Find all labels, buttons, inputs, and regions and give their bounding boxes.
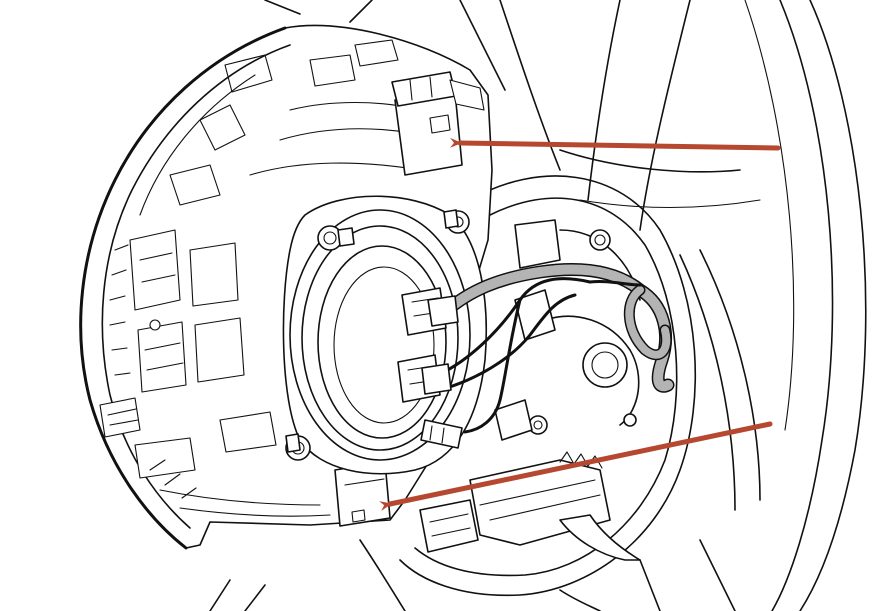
- callout-arrows: [379, 137, 781, 511]
- mounting-studs: [285, 209, 470, 461]
- upper-clip-arrow: [449, 137, 781, 151]
- airbag-module: [79, 24, 493, 550]
- wiring-harness: [420, 262, 675, 449]
- lower-clip-arrow: [379, 421, 773, 511]
